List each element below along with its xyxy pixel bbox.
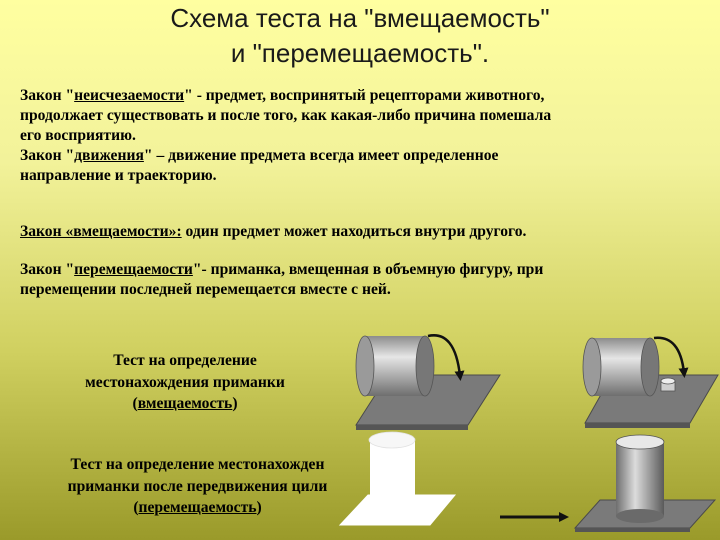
upright-cylinder-icon bbox=[368, 431, 416, 523]
title-line-1: Схема теста на "вмещаемость" bbox=[170, 3, 550, 33]
law-term: движения bbox=[74, 147, 144, 164]
law-text: один предмет может находиться внутри дру… bbox=[181, 223, 527, 240]
platform-edge bbox=[585, 423, 690, 428]
law-transposition: Закон "перемещаемости"- приманка, вмещен… bbox=[20, 260, 710, 300]
law-text: "- приманка, вмещенная в объемную фигуру… bbox=[192, 261, 544, 278]
tilted-cylinder-icon bbox=[355, 335, 435, 397]
caption-paren: ( bbox=[133, 499, 139, 516]
law-persistence: Закон "неисчезаемости" - предмет, воспри… bbox=[20, 86, 710, 186]
caption-paren: ( bbox=[132, 395, 138, 412]
transposition-scene-2 bbox=[500, 434, 717, 532]
law-prefix: Закон " bbox=[20, 261, 75, 278]
title-line-2: и "перемещаемость". bbox=[230, 38, 490, 68]
transposition-scene-1 bbox=[338, 431, 457, 526]
caption-line: Тест на определение bbox=[113, 352, 257, 369]
caption-line: приманки после передвижения цили bbox=[67, 477, 328, 495]
law-text: перемещении последней перемещается вмест… bbox=[20, 281, 391, 298]
caption-term: перемещаемость bbox=[138, 499, 257, 516]
upright-cylinder-icon bbox=[615, 434, 665, 523]
caption-transposition-test: Тест на определение местонахожден приман… bbox=[20, 454, 375, 519]
law-text: " - предмет, воспринятый рецепторами жив… bbox=[184, 87, 545, 104]
law-text: направление и траекторию. bbox=[20, 167, 217, 184]
caption-line: местонахождения приманки bbox=[85, 373, 285, 391]
bait-object-icon bbox=[660, 377, 676, 392]
caption-paren: ) bbox=[232, 395, 238, 412]
law-containment: Закон «вмещаемости»: один предмет может … bbox=[20, 222, 710, 242]
curved-arrow-icon bbox=[427, 334, 465, 381]
caption-term: вмещаемость bbox=[137, 395, 233, 412]
law-text: " – движение предмета всегда имеет опред… bbox=[143, 147, 499, 164]
law-prefix: Закон " bbox=[20, 147, 75, 164]
curved-arrow-icon bbox=[653, 336, 689, 378]
caption-containment-test: Тест на определение местонахождения прим… bbox=[40, 350, 330, 415]
law-term: перемещаемости bbox=[74, 261, 193, 278]
platform-edge bbox=[575, 528, 690, 532]
law-text: продолжает существовать и после того, ка… bbox=[20, 107, 552, 124]
platform-edge bbox=[356, 425, 468, 430]
containment-scene-1 bbox=[355, 334, 501, 430]
law-term: неисчезаемости bbox=[74, 87, 185, 104]
tilted-cylinder-icon bbox=[582, 337, 660, 397]
caption-paren: ) bbox=[256, 499, 262, 516]
caption-line: Тест на определение местонахожден bbox=[70, 456, 325, 473]
slide-title: Схема теста на "вмещаемость" и "перемеща… bbox=[0, 1, 720, 71]
law-term: Закон «вмещаемости»: bbox=[20, 223, 182, 240]
law-text: его восприятию. bbox=[20, 127, 136, 144]
law-prefix: Закон " bbox=[20, 87, 75, 104]
containment-scene-2 bbox=[582, 336, 719, 428]
